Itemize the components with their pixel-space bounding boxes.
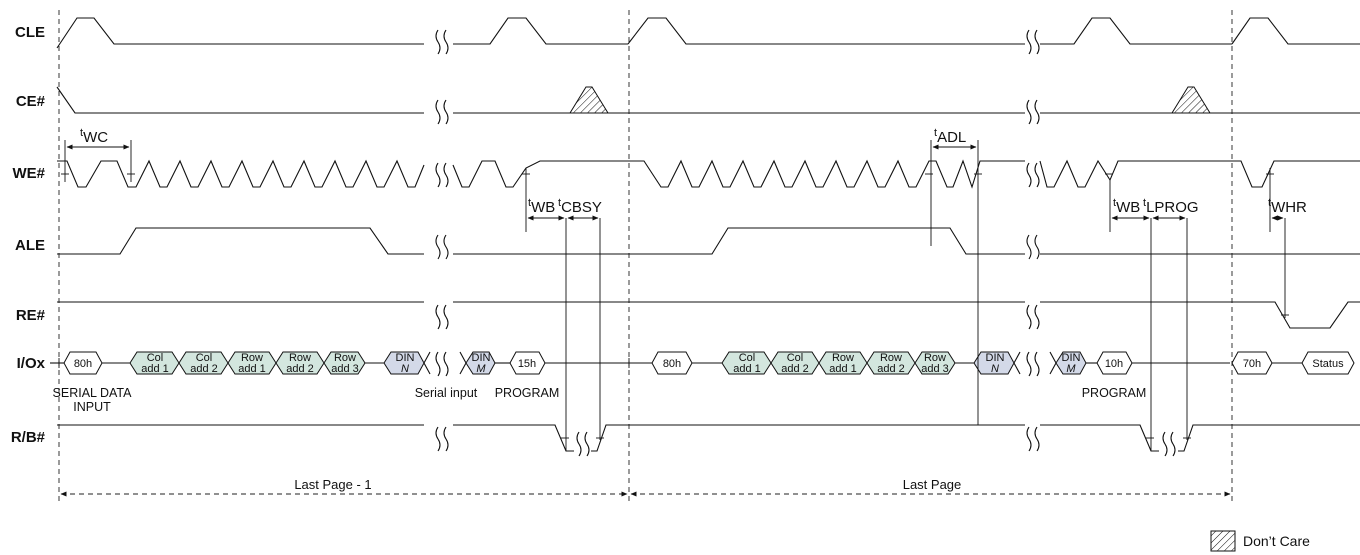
label-tcbsy: tCBSY: [558, 197, 602, 216]
label-twb-1: tWB: [528, 197, 555, 216]
waveform-io: 80h 15h 80h 10h 70h Status Col add 1 Col…: [50, 351, 1355, 375]
io-din-n-2-l1: DIN: [986, 352, 1005, 364]
label-twhr: tWHR: [1268, 197, 1307, 216]
io-row-add3-2: [914, 351, 956, 375]
io-col-add1-2-l2: add 1: [733, 363, 761, 375]
io-din-m-2-l1: DIN: [1062, 352, 1081, 364]
waveform-re: [57, 301, 1360, 329]
io-din-m-1: [465, 351, 496, 375]
io-row-add1-2-l2: add 1: [829, 363, 857, 375]
time-break-markers: [435, 29, 1176, 457]
io-row-add3-1-l1: Row: [334, 352, 356, 364]
io-cmd-80h-2: [651, 351, 693, 375]
io-col-add1-1-l2: add 1: [141, 363, 169, 375]
io-col-add1-2-l1: Col: [739, 352, 756, 364]
io-row-add1-1-l2: add 1: [238, 363, 266, 375]
io-din-n-1-l1: DIN: [396, 352, 415, 364]
caption-serial-input: Serial input: [415, 386, 478, 400]
io-cmd-70h-label: 70h: [1243, 358, 1261, 370]
io-cmd-15h: [509, 351, 546, 375]
caption-serial-data: SERIAL DATA: [53, 386, 133, 400]
waveform-we: [57, 159, 1360, 189]
io-din-m-1-l2: M: [476, 363, 486, 375]
io-din-n-2-l2: N: [991, 363, 999, 375]
io-col-add1-1-l1: Col: [147, 352, 164, 364]
signal-label-re: RE#: [16, 307, 46, 324]
caption-program-2: PROGRAM: [1082, 386, 1147, 400]
io-row-add1-1-l1: Row: [241, 352, 263, 364]
waveform-cle: [56, 17, 1360, 49]
signal-label-rb: R/B#: [11, 429, 46, 446]
caption-input: INPUT: [73, 400, 111, 414]
io-cmd-10h-label: 10h: [1105, 358, 1123, 370]
io-col-add2-2-l2: add 2: [781, 363, 809, 375]
waveform-ale: [57, 227, 1360, 255]
io-din-m-2-l2: M: [1066, 363, 1076, 375]
io-row-add2-2-l2: add 2: [877, 363, 905, 375]
io-status-label: Status: [1312, 358, 1344, 370]
signal-label-cle: CLE: [15, 24, 45, 41]
label-tadl: tADL: [934, 127, 966, 146]
legend-dont-care: Don’t Care: [1210, 530, 1310, 552]
legend-dont-care-label: Don’t Care: [1243, 533, 1310, 549]
io-row-add2-1-l1: Row: [289, 352, 311, 364]
timing-labels: tWC tWB tCBSY tADL tWB tLPROG tWHR: [80, 127, 1307, 216]
ce-dont-care-region-1: [569, 86, 609, 114]
io-cmd-15h-label: 15h: [518, 358, 536, 370]
label-twc: tWC: [80, 127, 108, 146]
io-row-add2-1-l2: add 2: [286, 363, 314, 375]
io-cmd-80h-1: [63, 351, 103, 375]
io-row-add1-2-l1: Row: [832, 352, 854, 364]
io-status: [1301, 351, 1355, 375]
io-row-add3-2-l1: Row: [924, 352, 946, 364]
waveform-rb: [57, 424, 1360, 452]
signal-label-ale: ALE: [15, 237, 45, 254]
label-twb-2: tWB: [1113, 197, 1140, 216]
label-tlprog: tLPROG: [1143, 197, 1199, 216]
io-cmd-10h: [1096, 351, 1133, 375]
io-din-m-1-l1: DIN: [472, 352, 491, 364]
io-row-add3-2-l2: add 3: [921, 363, 949, 375]
caption-program-1: PROGRAM: [495, 386, 560, 400]
waveform-ce: [56, 86, 1360, 114]
io-din-n-1-l2: N: [401, 363, 409, 375]
timing-arrows: [66, 144, 1284, 221]
io-col-add2-2-l1: Col: [787, 352, 804, 364]
io-col-add2-1-l2: add 2: [190, 363, 218, 375]
legend-hatch-swatch: [1210, 530, 1236, 552]
ce-dont-care-region-2: [1171, 86, 1211, 114]
io-din-m-2: [1055, 351, 1087, 375]
io-col-add2-1-l1: Col: [196, 352, 213, 364]
io-cmd-80h-1-label: 80h: [74, 358, 92, 370]
signal-label-io: I/Ox: [17, 355, 46, 372]
io-cmd-70h: [1231, 351, 1273, 375]
io-row-add3-1-l2: add 3: [331, 363, 359, 375]
span-label-last-page-minus-1: Last Page - 1: [294, 477, 371, 492]
span-label-last-page: Last Page: [903, 477, 962, 492]
io-cmd-80h-2-label: 80h: [663, 358, 681, 370]
io-row-add3-1: [323, 351, 366, 375]
io-row-add2-2-l1: Row: [880, 352, 902, 364]
timing-reference-lines: [64, 140, 1286, 451]
signal-label-ce: CE#: [16, 93, 46, 110]
signal-label-we: WE#: [12, 165, 45, 182]
